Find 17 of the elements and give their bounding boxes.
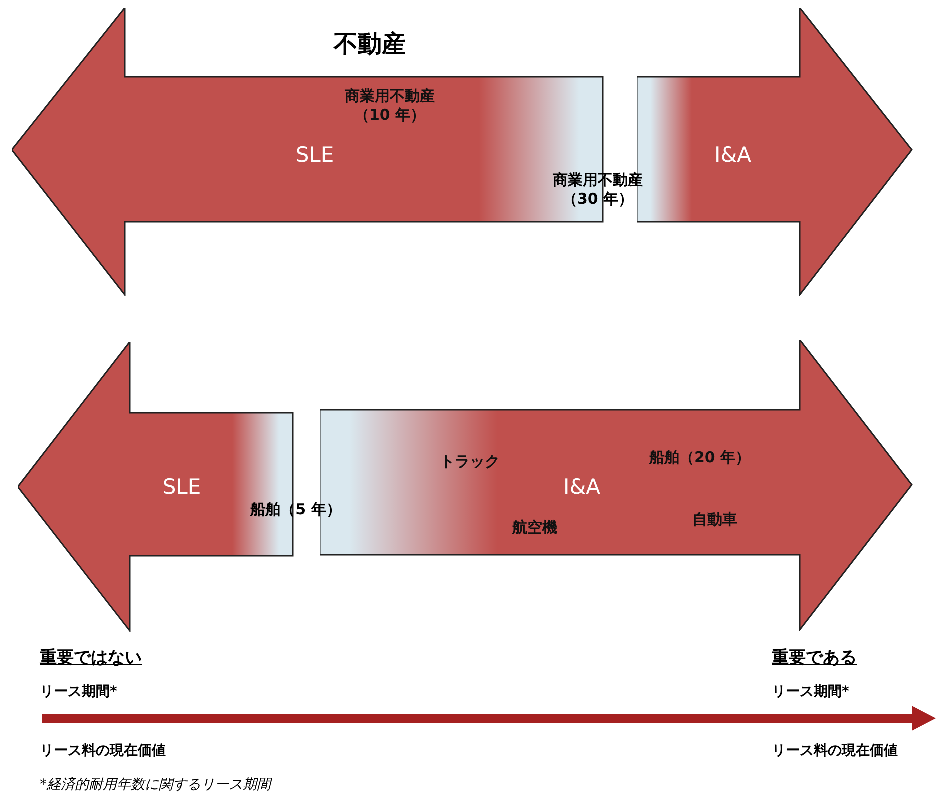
scale-end-label: 重要である [772, 647, 857, 669]
arrow-title: I&A [714, 143, 752, 167]
category-label: 自動車 [692, 510, 738, 530]
criterion-label: リース期間* [772, 683, 850, 701]
category-label: 船舶（20 年） [649, 448, 751, 468]
criterion-label: リース料の現在価値 [40, 742, 166, 760]
diagram-title: 不動産 [334, 29, 406, 60]
category-label: 航空機 [512, 518, 558, 538]
arrow-title: SLE [162, 475, 202, 499]
scale-end-label: 重要ではない [40, 647, 142, 669]
category-label: トラック [440, 452, 500, 472]
category-label: 商業用不動産（10 年） [344, 87, 436, 125]
arrow-title: SLE [296, 143, 334, 167]
criterion-label: リース期間* [40, 683, 118, 701]
footnote: *経済的耐用年数に関するリース期間 [40, 776, 271, 794]
arrow-title: I&A [564, 475, 600, 499]
criterion-label: リース料の現在価値 [772, 742, 898, 760]
